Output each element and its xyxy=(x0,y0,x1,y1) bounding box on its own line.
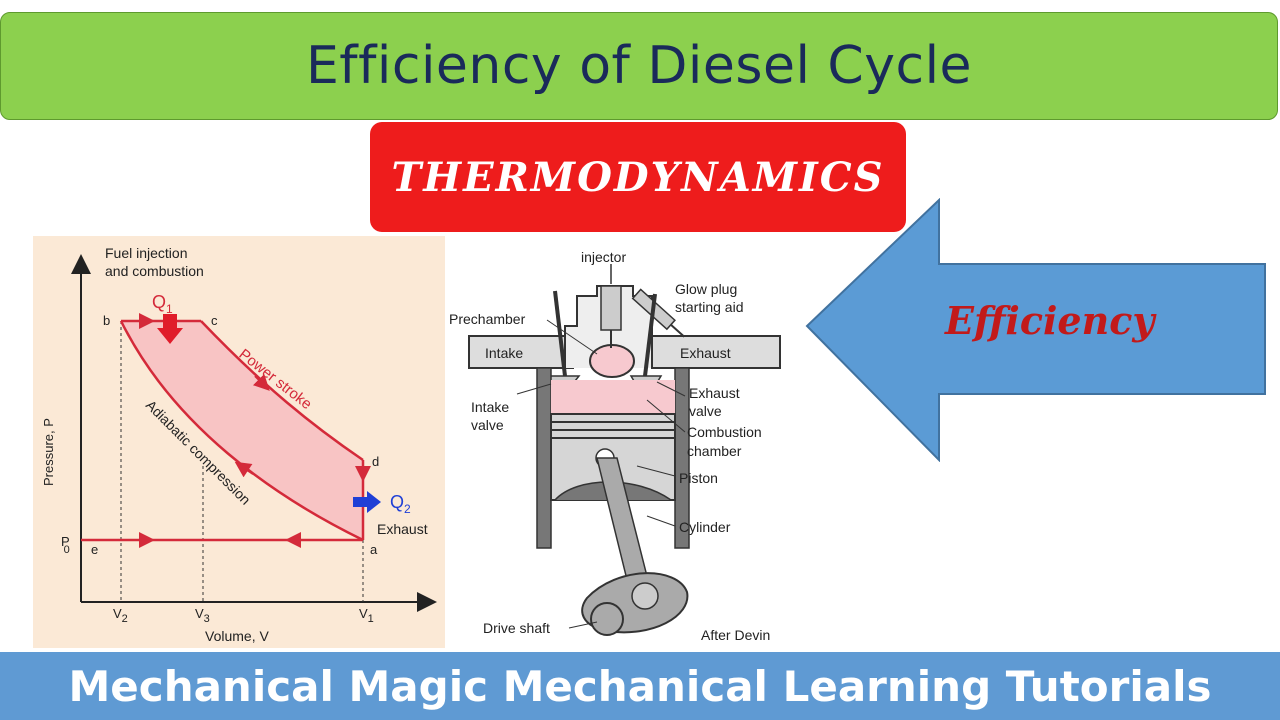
v2-label: V2 xyxy=(113,606,128,625)
combustion-label: and combustion xyxy=(105,263,204,279)
x-axis-label: Volume, V xyxy=(205,628,269,644)
efficiency-label: Efficiency xyxy=(945,298,1155,343)
injector-label: injector xyxy=(581,249,626,265)
credit-label: After Devin xyxy=(701,627,770,643)
intake-port-label: Intake xyxy=(485,345,523,361)
combustion-label-1: Combustion xyxy=(687,424,762,440)
y-axis-label: Pressure, P xyxy=(41,418,56,486)
piston-label: Piston xyxy=(679,470,718,486)
exhaust-valve-label-2: valve xyxy=(689,403,722,419)
cycle-line-ab xyxy=(119,320,364,542)
q2-heat-arrow xyxy=(353,491,381,513)
leader-cylinder xyxy=(646,515,676,527)
efficiency-arrow xyxy=(805,197,1267,463)
glow-plug-label-2: starting aid xyxy=(675,299,743,315)
subtitle-badge: THERMODYNAMICS xyxy=(370,122,906,232)
crank-pin xyxy=(631,582,659,610)
fuel-injection-label: Fuel injection xyxy=(105,245,188,261)
point-d-label: d xyxy=(372,454,379,469)
leader-exhaust-valve xyxy=(656,381,686,397)
exhaust-valve-label-1: Exhaust xyxy=(689,385,740,401)
cycle-area xyxy=(121,321,363,540)
q1-label: Q1 xyxy=(152,292,173,316)
q2-label: Q2 xyxy=(390,492,411,516)
prechamber-bulb xyxy=(589,344,635,378)
engine-diagram: injector Glow plug starting aid Prechamb… xyxy=(449,249,781,643)
intake-valve-stem xyxy=(553,290,567,377)
point-a-label: a xyxy=(370,542,378,557)
point-c-label: c xyxy=(211,313,218,328)
subtitle-text: THERMODYNAMICS xyxy=(391,153,885,201)
leader-piston xyxy=(636,465,676,477)
q1-heat-arrow xyxy=(157,314,183,344)
injector-body xyxy=(600,285,622,331)
point-b-label: b xyxy=(103,313,110,328)
prechamber-label: Prechamber xyxy=(449,311,526,327)
cylinder-label: Cylinder xyxy=(679,519,731,535)
arrow-power xyxy=(252,373,270,391)
leader-drive-shaft xyxy=(568,621,598,629)
cycle-line-cd xyxy=(200,320,364,462)
exhaust-port-label: Exhaust xyxy=(680,345,731,361)
engine-diagram-panel: injector Glow plug starting aid Prechamb… xyxy=(447,236,791,648)
page-title: Efficiency of Diesel Cycle xyxy=(305,36,973,96)
leader-intake-valve xyxy=(516,383,552,395)
leader-prechamber xyxy=(546,319,598,355)
exhaust-port xyxy=(651,335,781,369)
intake-port xyxy=(468,335,574,369)
point-e-label: e xyxy=(91,542,98,557)
cylinder-wall-left xyxy=(536,367,552,549)
exhaust-valve-stem xyxy=(643,293,657,377)
drive-shaft-circle xyxy=(590,602,624,636)
combustion-label-2: chamber xyxy=(687,443,742,459)
exhaust-label: Exhaust xyxy=(377,521,428,537)
arrow-compress xyxy=(234,461,254,478)
combustion-chamber xyxy=(551,380,675,414)
leader-combustion xyxy=(646,399,686,433)
left-arrow-icon xyxy=(805,197,1266,463)
pv-diagram-panel: Fuel injection and combustion Q1 Q2 b c … xyxy=(33,236,445,648)
pv-diagram: Fuel injection and combustion Q1 Q2 b c … xyxy=(41,245,437,644)
title-banner: Efficiency of Diesel Cycle xyxy=(0,12,1278,120)
v3-label: V3 xyxy=(195,606,210,625)
intake-valve-label-1: Intake xyxy=(471,399,509,415)
glow-plug-label-1: Glow plug xyxy=(675,281,737,297)
footer-banner: Mechanical Magic Mechanical Learning Tut… xyxy=(0,652,1280,720)
footer-text: Mechanical Magic Mechanical Learning Tut… xyxy=(68,661,1212,711)
intake-valve-label-2: valve xyxy=(471,417,504,433)
v1-label: V1 xyxy=(359,606,374,625)
drive-shaft-label: Drive shaft xyxy=(483,620,550,636)
